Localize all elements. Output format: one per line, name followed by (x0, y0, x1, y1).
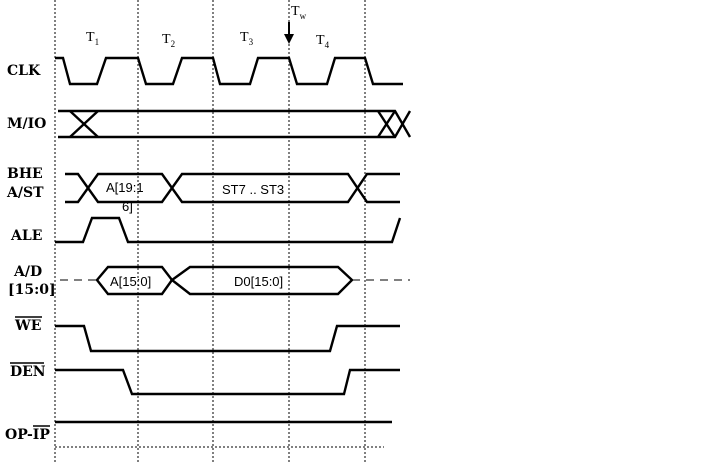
phase-labels: T1 T2 T3 T4 Tw (86, 4, 330, 50)
signal-label-ale: ALE (10, 228, 42, 244)
phase-label-t4: T4 (316, 33, 330, 50)
signal-label-mio: M/IO (7, 116, 46, 132)
we-waveform (55, 324, 400, 353)
signal-label-bhe: BHE (7, 166, 43, 182)
phase-label-t1: T1 (86, 30, 99, 47)
bus-value-addr-high: A[19:1 (106, 180, 144, 195)
signal-label-den: DEN (10, 364, 46, 380)
bus-value-status: ST7 .. ST3 (222, 182, 284, 197)
ale-waveform (55, 216, 402, 244)
bhe-ast-waveform (65, 172, 400, 204)
ad-waveform (60, 265, 410, 296)
signal-label-we: WE (14, 318, 41, 334)
mio-waveform (58, 109, 412, 139)
signal-label-ad: A/D (13, 264, 42, 280)
signal-label-ad-range: [15:0] (8, 282, 56, 298)
wait-state-arrow-icon (284, 22, 294, 44)
bus-value-addr-low: A[15:0] (110, 274, 151, 289)
phase-label-t3: T3 (240, 30, 254, 47)
phase-guides (54, 0, 384, 463)
den-waveform (55, 368, 400, 396)
wait-state-label: Tw (291, 4, 307, 21)
phase-label-t2: T2 (162, 32, 175, 49)
bus-value-addr-high-cont: 6] (122, 199, 133, 214)
signal-label-clk: CLK (7, 63, 41, 79)
signal-label-ast: A/ST (6, 185, 44, 201)
bus-value-data: D0[15:0] (234, 274, 283, 289)
signal-labels: CLK M/IO BHE A/ST ALE A/D [15:0] WE DEN … (5, 63, 56, 443)
clk-waveform (55, 56, 403, 86)
signal-label-opip: OP-IP (5, 427, 50, 443)
